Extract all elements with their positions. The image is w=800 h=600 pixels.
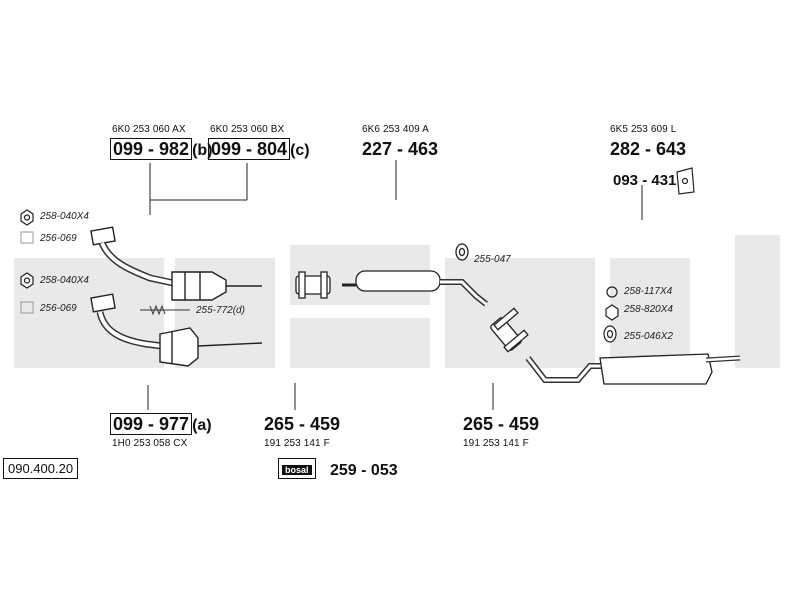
spring-bolt xyxy=(140,304,190,316)
part-number-4: 282 - 643 xyxy=(610,139,687,159)
part-099-977: 099 - 977(a) xyxy=(110,413,212,437)
suffix-6: (a) xyxy=(192,417,212,434)
hex-nut-icon-3 xyxy=(605,304,619,321)
middle-silencer xyxy=(342,270,488,307)
oem-code-2: 6K0 253 060 BX xyxy=(210,124,285,135)
hex-nut-icon-2 xyxy=(20,272,34,289)
part-number-7: 265 - 459 xyxy=(264,414,341,434)
part-number-5: 093 - 431 xyxy=(613,172,677,189)
oem-code-4: 6K5 253 609 L xyxy=(610,124,677,135)
oem-code-7: 191 253 141 F xyxy=(264,438,330,449)
label-spring: 255-772(d) xyxy=(196,305,245,316)
label-gasket1: 256-069 xyxy=(40,233,77,244)
label-nut1: 258-040X4 xyxy=(40,211,89,222)
label-nut2: 258-040X4 xyxy=(40,275,89,286)
label-hanger1: 255-047 xyxy=(474,254,511,265)
label-ring: 258-117X4 xyxy=(624,286,673,297)
label-hanger2: 255-046X2 xyxy=(624,331,673,342)
clamp-left xyxy=(295,271,331,299)
oem-code-6: 1H0 253 058 CX xyxy=(112,438,188,449)
ring-icon xyxy=(606,286,618,298)
oem-code-8: 191 253 141 F xyxy=(463,438,529,449)
oem-code-3: 6K6 253 409 A xyxy=(362,124,429,135)
suffix-1: (b) xyxy=(192,142,213,159)
clamp-right xyxy=(490,307,529,353)
part-number-3: 227 - 463 xyxy=(362,139,439,159)
part-number-1: 099 - 982 xyxy=(110,138,193,160)
bosal-badge: bosal xyxy=(278,458,316,479)
hex-nut-icon-1 xyxy=(20,209,34,226)
leader-lines xyxy=(147,160,643,410)
part-number-9: 259 - 053 xyxy=(330,462,398,479)
gasket-icon-1 xyxy=(20,231,34,244)
oem-code-1: 6K0 253 060 AX xyxy=(112,124,186,135)
hanger-icon-lower xyxy=(603,325,617,343)
badge-text: bosal xyxy=(282,465,312,475)
part-number-8: 265 - 459 xyxy=(463,414,540,434)
bosal-watermark xyxy=(14,235,780,368)
catalyst-lower xyxy=(90,293,263,367)
hanger-upper xyxy=(455,243,469,261)
part-099-982: 099 - 982(b) xyxy=(110,138,213,162)
part-099-804: 099 - 804(c) xyxy=(208,138,310,162)
gasket-icon-2 xyxy=(20,301,34,314)
reference-code: 090.400.20 xyxy=(3,458,79,479)
suffix-2: (c) xyxy=(290,142,310,159)
rear-silencer xyxy=(525,353,741,385)
part-number-6: 099 - 977 xyxy=(110,413,193,435)
label-gasket2: 256-069 xyxy=(40,303,77,314)
label-nut3: 258-820X4 xyxy=(624,304,673,315)
bracket-icon xyxy=(676,167,695,195)
part-number-2: 099 - 804 xyxy=(208,138,291,160)
catalyst-upper xyxy=(90,226,262,301)
